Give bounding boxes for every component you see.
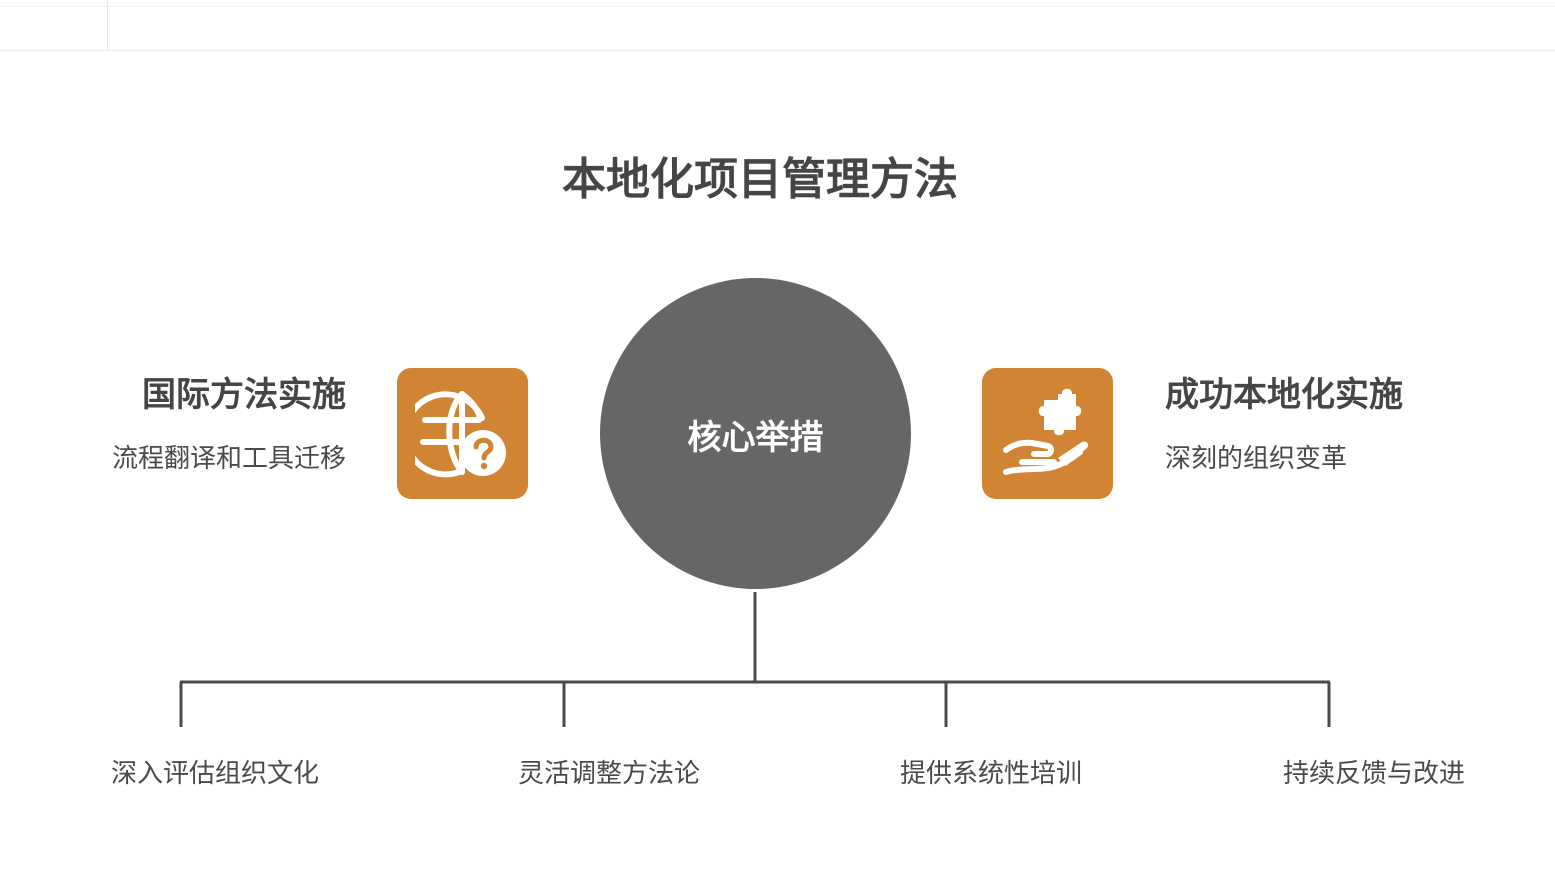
top-bar-separator	[107, 0, 108, 50]
branch-label-4: 持续反馈与改进	[1282, 759, 1465, 789]
right-item-title: 成功本地化实施	[1165, 375, 1403, 415]
branch-label-3: 提供系统性培训	[899, 759, 1082, 789]
left-item-subtitle: 流程翻译和工具迁移	[111, 444, 346, 474]
diagram-title: 本地化项目管理方法	[562, 154, 958, 205]
core-circle	[600, 278, 911, 589]
top-bar	[0, 0, 1555, 51]
right-item-icon-box	[982, 368, 1113, 499]
branch-label-1: 深入评估组织文化	[110, 759, 319, 789]
branch-label-2: 灵活调整方法论	[517, 759, 700, 789]
right-item-subtitle: 深刻的组织变革	[1165, 444, 1348, 474]
top-bar-divider	[0, 6, 1555, 7]
hand-puzzle-icon	[1003, 388, 1089, 475]
globe-question-icon	[415, 391, 506, 478]
left-item-icon-box	[397, 368, 528, 499]
core-label: 核心举措	[687, 418, 824, 458]
left-item-title: 国际方法实施	[142, 375, 346, 415]
